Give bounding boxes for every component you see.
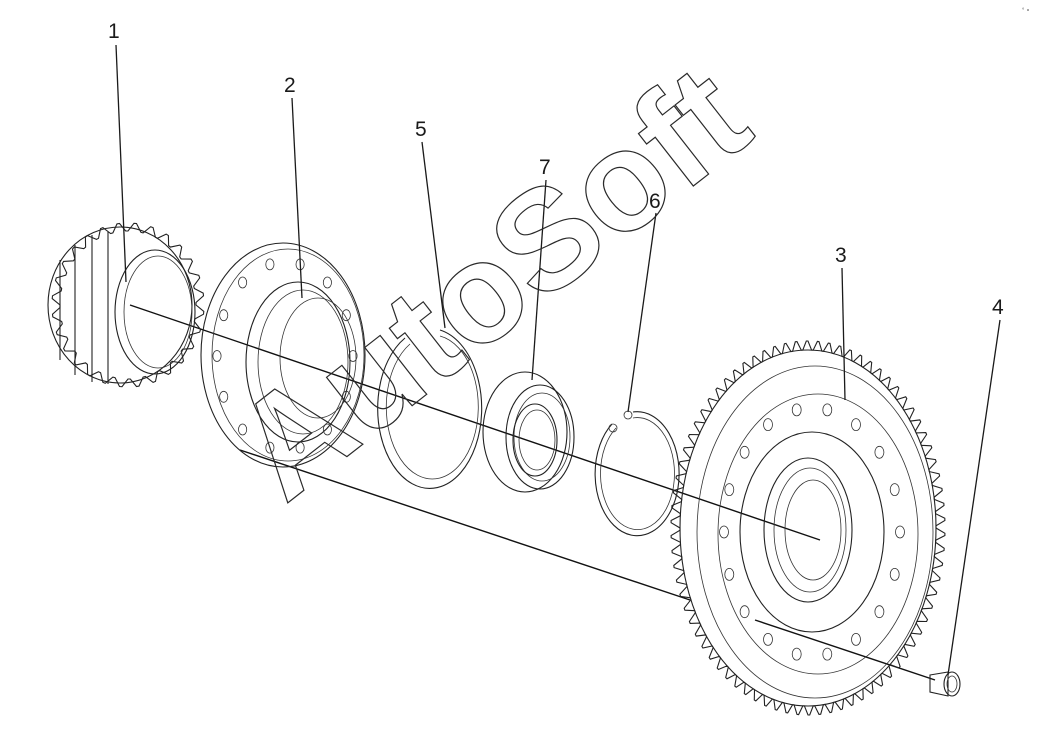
gear-bolt-hole bbox=[791, 647, 802, 661]
gear-bolt-hole bbox=[739, 445, 750, 459]
flange-bolt-hole bbox=[322, 423, 332, 436]
flange-bolt-hole bbox=[219, 309, 229, 322]
large-gear bbox=[670, 340, 946, 716]
flange-bolt-hole bbox=[212, 350, 222, 362]
flange-bolt-hole bbox=[238, 423, 248, 436]
callout-2: 2 bbox=[284, 74, 296, 97]
circlip bbox=[594, 410, 680, 537]
flange-bolt-hole bbox=[219, 390, 229, 403]
flange-bolt-hole bbox=[341, 390, 351, 403]
flange-bolt-hole bbox=[238, 276, 248, 289]
flanged-ring bbox=[200, 242, 366, 468]
bolt bbox=[929, 671, 961, 697]
gear-bolt-hole bbox=[822, 403, 833, 417]
gear-bolt-hole bbox=[791, 403, 802, 417]
flange-bolt-hole bbox=[341, 309, 351, 322]
gear-bolt-hole bbox=[763, 418, 773, 432]
gear-bolt-hole bbox=[822, 647, 833, 661]
callouts: 1 2 5 7 6 3 4 bbox=[108, 20, 1004, 319]
splined-gear bbox=[47, 222, 205, 388]
flange-bolt-hole bbox=[322, 276, 332, 289]
assembly-axis-lines bbox=[129, 304, 936, 681]
gear-bolt-hole bbox=[889, 483, 900, 497]
callout-4: 4 bbox=[992, 296, 1004, 319]
gear-bolt-hole bbox=[874, 605, 885, 619]
flange-bolt-hole bbox=[265, 258, 275, 271]
gear-bolt-hole bbox=[851, 418, 861, 432]
flange-bolt-hole bbox=[265, 441, 275, 454]
leader-lines bbox=[115, 44, 1001, 676]
gear-bolt-hole bbox=[889, 568, 900, 581]
gear-bolt-hole bbox=[851, 633, 861, 646]
gear-bolt-hole bbox=[739, 605, 750, 619]
flange-bolt-hole bbox=[295, 441, 305, 454]
callout-3: 3 bbox=[835, 244, 847, 267]
gear-bolt-hole bbox=[724, 568, 735, 581]
gear-bolt-hole bbox=[724, 483, 735, 497]
split-ring bbox=[377, 329, 483, 489]
bearing bbox=[482, 371, 575, 493]
callout-6: 6 bbox=[649, 190, 661, 213]
gear-bolt-hole bbox=[895, 525, 905, 539]
callout-1: 1 bbox=[108, 20, 120, 43]
corner-mark: ° ∘ bbox=[1022, 8, 1030, 14]
callout-7: 7 bbox=[539, 156, 551, 179]
gear-bolt-hole bbox=[763, 633, 773, 646]
flange-bolt-hole bbox=[348, 350, 358, 362]
gear-bolt-hole bbox=[719, 525, 729, 539]
callout-5: 5 bbox=[415, 118, 427, 141]
gear-bolt-hole bbox=[874, 445, 885, 459]
